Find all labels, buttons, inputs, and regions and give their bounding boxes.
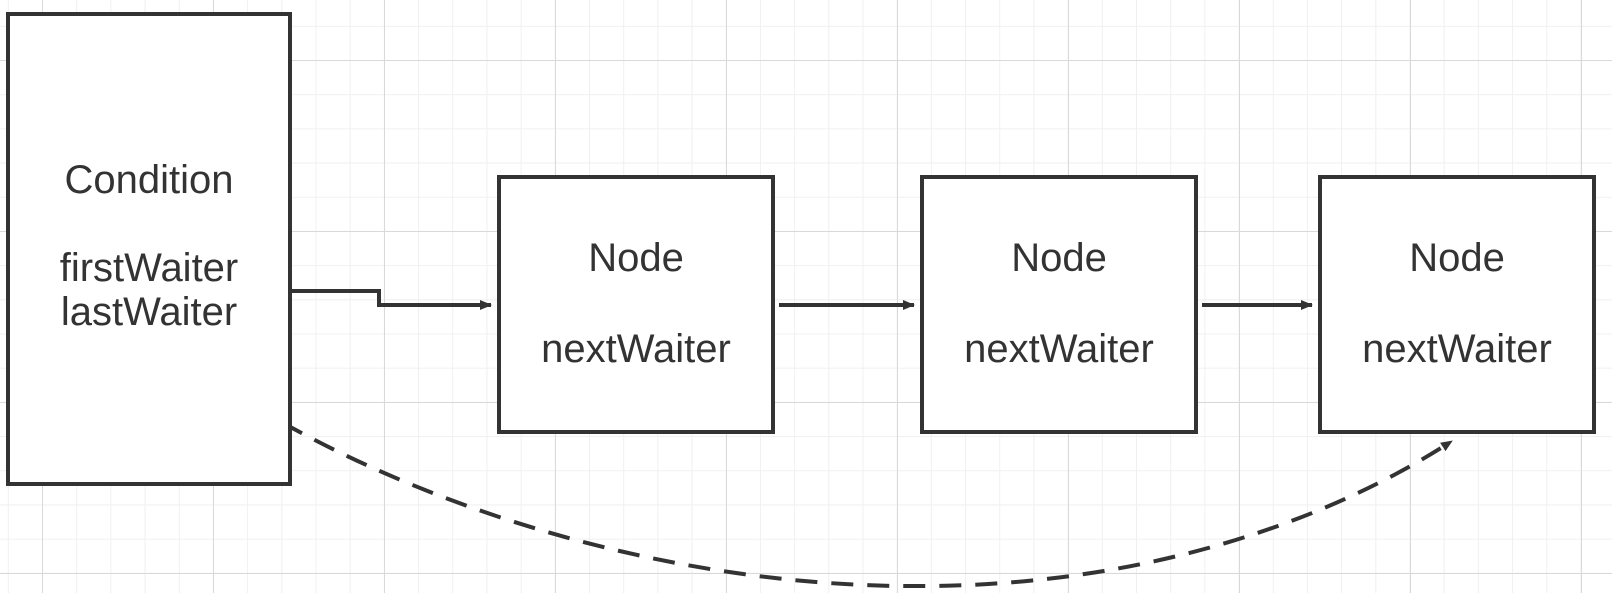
- node-title: Node: [1409, 236, 1505, 280]
- first-waiter-arrow: [262, 289, 492, 310]
- node-box: Node nextWaiter: [497, 175, 775, 434]
- last-waiter-dashed-arrow: [161, 341, 1454, 589]
- node-next-waiter-label: nextWaiter: [1362, 327, 1552, 371]
- node-box: Node nextWaiter: [920, 175, 1198, 434]
- node-title: Node: [588, 236, 684, 280]
- node-box: Node nextWaiter: [1318, 175, 1596, 434]
- condition-title: Condition: [64, 158, 234, 202]
- first-waiter-label: firstWaiter: [59, 246, 239, 290]
- last-waiter-label: lastWaiter: [60, 290, 238, 334]
- node-next-waiter-label: nextWaiter: [541, 327, 731, 371]
- condition-box: Condition firstWaiter lastWaiter: [6, 12, 292, 486]
- node-next-waiter-label: nextWaiter: [964, 327, 1154, 371]
- node-title: Node: [1011, 236, 1107, 280]
